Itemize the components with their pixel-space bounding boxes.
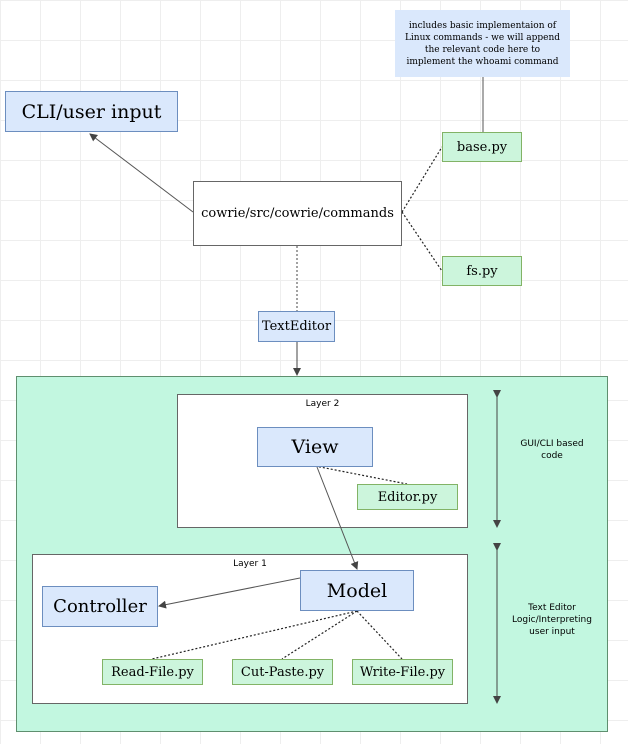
text-editor-logic-label: Text Editor Logic/Interpreting user inpu…: [512, 603, 592, 637]
note-box: includes basic implementaion of Linux co…: [395, 10, 570, 77]
controller-node: Controller: [42, 586, 158, 627]
base-py-node: base.py: [442, 132, 522, 162]
commands-node: cowrie/src/cowrie/commands: [193, 181, 402, 246]
text-editor-node: TextEditor: [258, 311, 335, 342]
write-file-py-node: Write-File.py: [352, 659, 453, 685]
edge-commands-cli: [89, 133, 194, 213]
cut-paste-py-node: Cut-Paste.py: [232, 659, 333, 685]
edge-commands-fs: [401, 211, 443, 272]
editor-py-node: Editor.py: [357, 484, 458, 510]
read-file-py-node: Read-File.py: [102, 659, 203, 685]
edge-model-cutpaste: [281, 610, 358, 660]
edge-commands-base: [401, 146, 443, 213]
cli-user-input-node: CLI/user input: [5, 91, 178, 132]
edge-model-controller: [158, 577, 301, 609]
model-node: Model: [300, 570, 414, 611]
fs-py-node: fs.py: [442, 256, 522, 286]
edge-model-readfile: [151, 610, 358, 660]
layer-2-title: Layer 2: [305, 399, 340, 409]
edge-view-model: [316, 466, 359, 570]
edge-model-writefile: [356, 610, 403, 660]
gui-cli-label: GUI/CLI based code: [520, 439, 584, 461]
edge-view-editor: [314, 465, 408, 485]
view-node: View: [257, 427, 373, 467]
layer-1-title: Layer 1: [233, 559, 267, 569]
